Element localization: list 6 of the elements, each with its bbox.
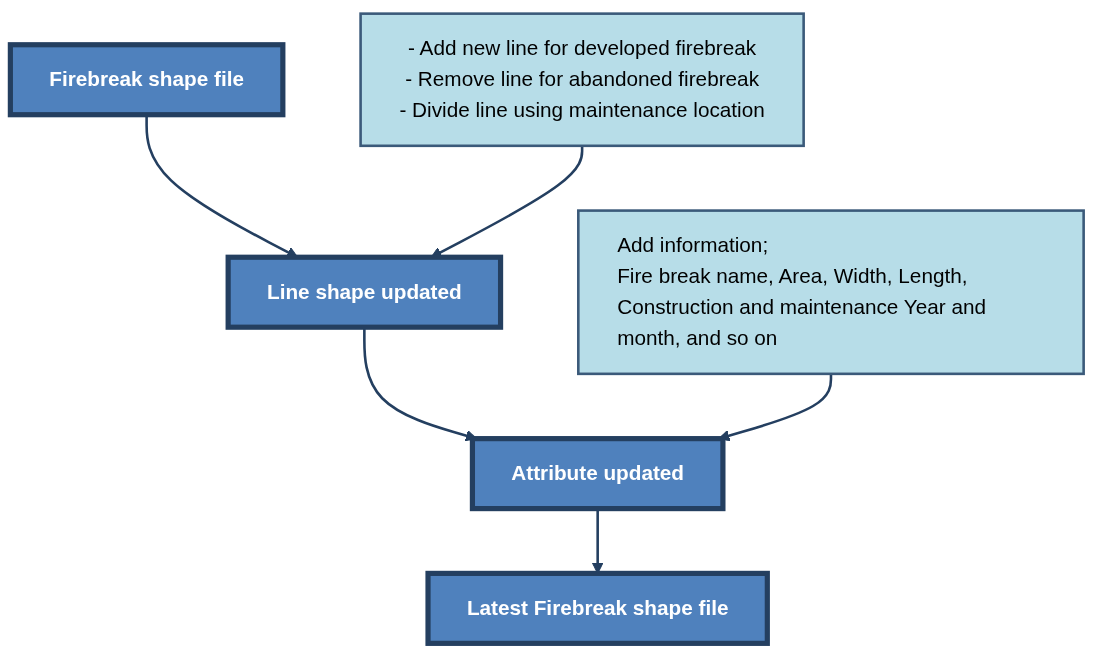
node-box: Firebreak shape file: [7, 42, 286, 118]
node-box: Latest Firebreak shape file: [425, 570, 770, 646]
node-box: Line shape updated: [225, 254, 504, 330]
node-box: Attribute updated: [469, 436, 726, 512]
node-box: - Add new line for developed firebreak - Remove line for abandoned firebreak - Divide line using maintenance location: [359, 12, 805, 148]
node-box: Add information; Fire break name, Area, Width, Length, Construction and maintenance Year and month, and so on: [577, 209, 1085, 376]
